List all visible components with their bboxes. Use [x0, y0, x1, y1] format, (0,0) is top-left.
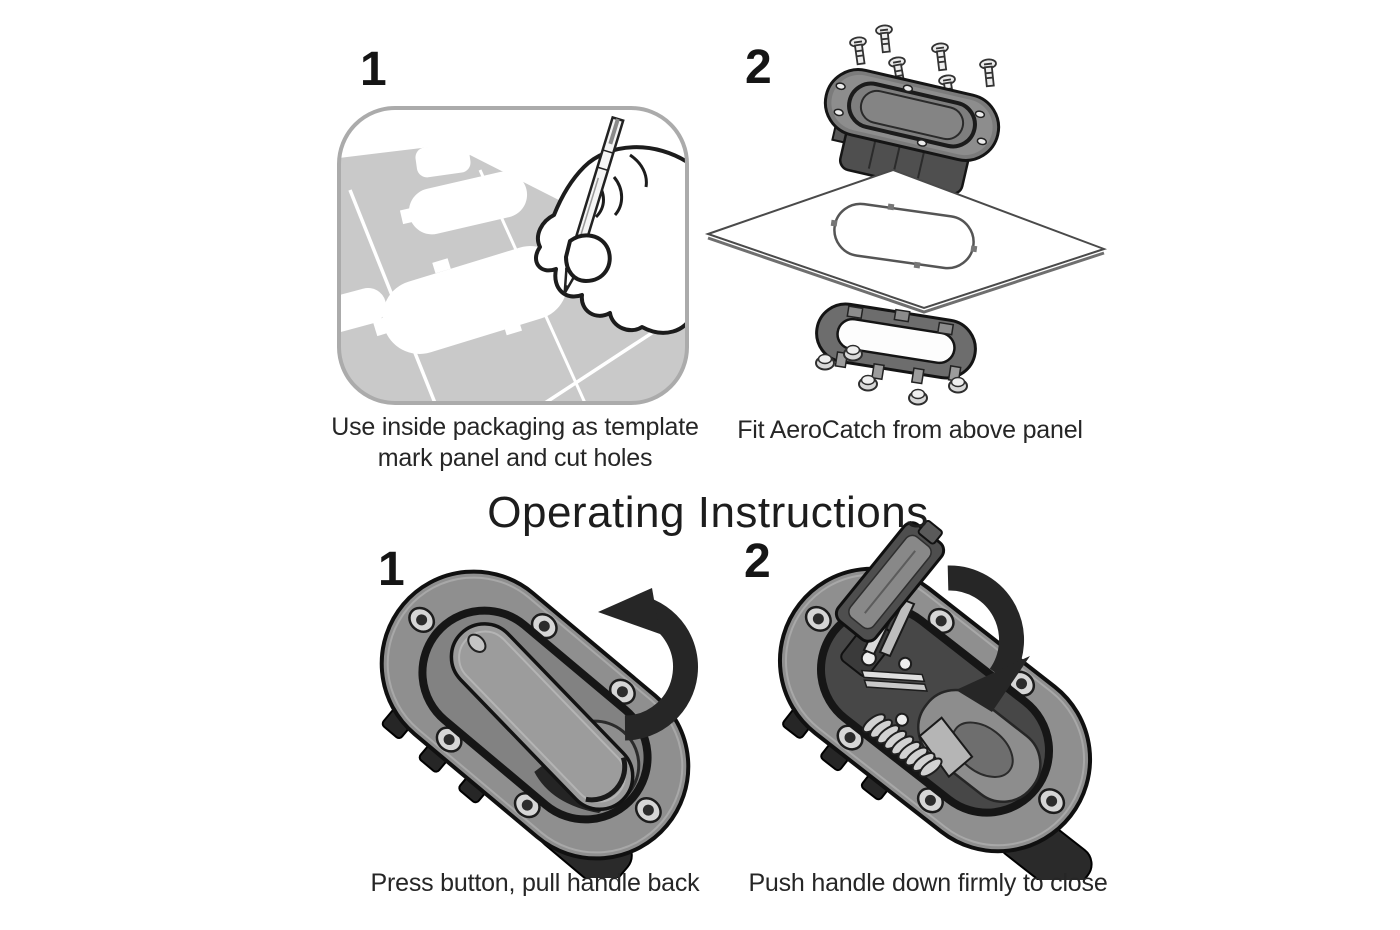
flange-holes [408, 606, 662, 824]
latch-handle [449, 622, 635, 811]
operating-step-1-caption: Press button, pull handle back [370, 869, 700, 897]
template-scene [339, 108, 687, 403]
panel-sheet [704, 168, 1108, 314]
curved-arrow-ccw-icon [598, 588, 698, 741]
template-cutout-upper [399, 171, 528, 235]
operating-instructions-heading: Operating Instructions [487, 488, 929, 537]
nuts [815, 344, 968, 406]
latch-open-step-illustration [379, 569, 698, 878]
lid-linkage [878, 598, 916, 658]
spring-coil [862, 713, 943, 778]
panel-border [337, 106, 689, 405]
latch-close-step-illustration [777, 520, 1093, 880]
template-marking-illustration [337, 106, 689, 405]
latch-body [379, 569, 691, 861]
operating-step-2-number: 2 [744, 535, 771, 588]
operating-step-2-caption: Push handle down firmly to close [748, 869, 1108, 897]
install-step-1-number: 1 [360, 43, 387, 96]
template-cutout-left [339, 288, 387, 338]
hand [534, 145, 687, 335]
operating-step-1-number: 1 [378, 543, 405, 596]
pencil [563, 115, 625, 295]
exploded-fit-illustration [704, 24, 1108, 406]
screws [849, 24, 997, 104]
latch-lid-open [834, 520, 946, 643]
caption-line: mark panel and cut holes [377, 444, 653, 472]
latch-unit [823, 68, 1001, 196]
caption-line: Use inside packaging as template [331, 413, 699, 441]
thumb [564, 233, 612, 283]
install-step-2-caption: Fit AeroCatch from above panel [737, 416, 1083, 444]
panel-cutout [830, 202, 978, 270]
install-step-1-caption: Use inside packaging as template mark pa… [320, 412, 710, 474]
gasket-ring [815, 302, 977, 385]
install-step-2-number: 2 [745, 41, 772, 94]
curved-arrow-cw-icon [947, 565, 1030, 712]
latch-body [777, 566, 1093, 854]
keeper-plate [918, 716, 974, 779]
